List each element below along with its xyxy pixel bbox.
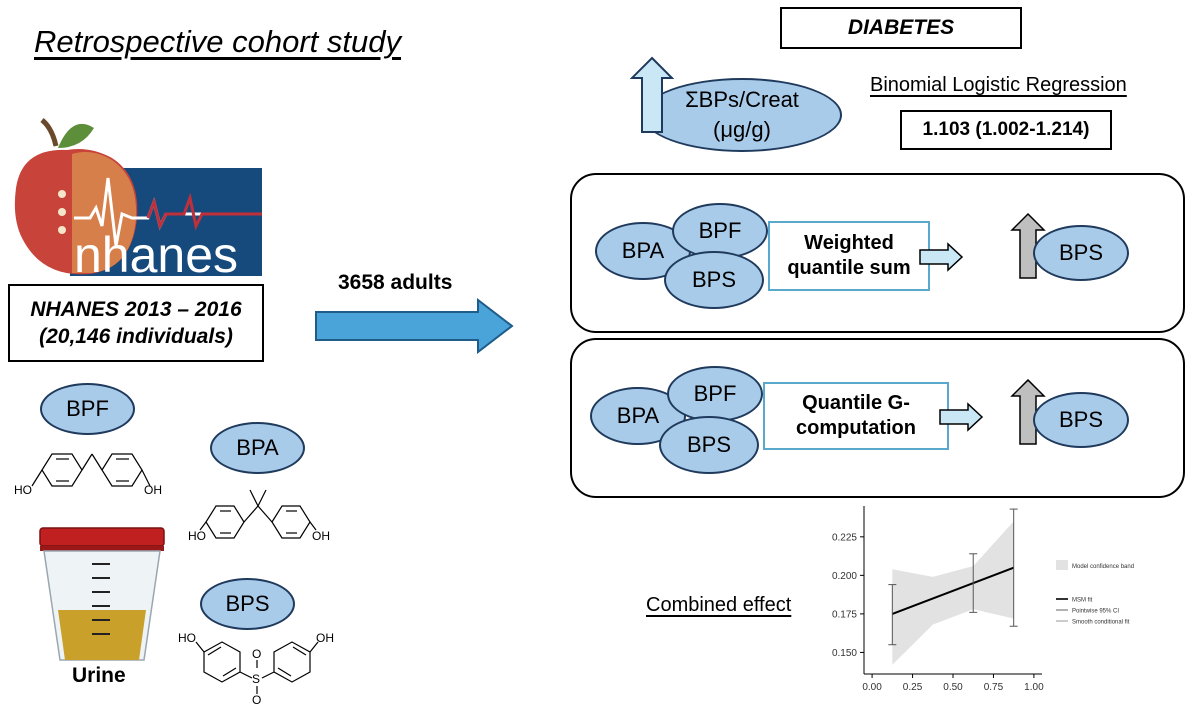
urine-label: Urine	[72, 664, 126, 687]
chart-msm-fit	[891, 566, 1015, 615]
regression-label: Binomial Logistic Regression	[870, 74, 1127, 96]
nhanes-individuals: (20,146 individuals)	[39, 325, 233, 348]
bps-o-bottom: O	[252, 693, 261, 706]
bpa-structure: HO OH	[188, 478, 338, 546]
qgc-method: Quantile G- computation	[763, 382, 949, 450]
chart-x-tick-label: 0.00	[862, 682, 882, 693]
chart-svg: 0.150 0.175 0.200 0.225 0.00 0.25 0.50 0.75 1.00…	[832, 506, 1134, 693]
legend-smooth-label: Smooth conditional fit	[1072, 620, 1130, 626]
cohort-arrow	[314, 297, 516, 355]
chart-y-tick-label: 0.150	[832, 648, 857, 659]
wqs-method-line2: quantile sum	[787, 257, 911, 279]
qgc-bpf: BPF	[667, 366, 763, 422]
exposure-name: ΣBPs/Creat	[685, 87, 799, 113]
chart-confidence-band	[892, 521, 1014, 665]
qgc-arrow-icon	[938, 402, 984, 432]
chart-y-tick-label: 0.200	[832, 571, 857, 582]
arrow-label: 3658 adults	[338, 271, 453, 294]
combined-effect-label: Combined effect	[646, 594, 792, 616]
wqs-method-line1: Weighted	[804, 232, 894, 254]
qgc-result: BPS	[1033, 392, 1129, 448]
page-title: Retrospective cohort study	[34, 24, 402, 59]
nhanes-box: NHANES 2013 – 2016 (20,146 individuals)	[8, 284, 264, 362]
bpa-label: BPA	[210, 422, 305, 474]
exposure-ellipse: ΣBPs/Creat (μg/g)	[642, 78, 842, 152]
increase-arrow-icon	[629, 56, 675, 134]
combined-effect-chart: 0.150 0.175 0.200 0.225 0.00 0.25 0.50 0.75 1.00…	[820, 500, 1150, 700]
urine-cup-icon	[36, 524, 168, 664]
chart-x-tick-label: 0.25	[903, 682, 923, 693]
wqs-arrow-icon	[918, 242, 964, 272]
wqs-bps: BPS	[664, 251, 764, 309]
chart-y-tick-label: 0.175	[832, 609, 857, 620]
bpf-oh: OH	[144, 483, 162, 497]
qgc-method-line2: computation	[796, 417, 916, 439]
wqs-method: Weighted quantile sum	[768, 221, 930, 291]
qgc-method-line1: Quantile G-	[802, 392, 910, 414]
chart-x-tick-label: 0.50	[943, 682, 963, 693]
bpa-oh: OH	[312, 529, 330, 543]
bpf-ho: HO	[14, 483, 32, 497]
nhanes-years: NHANES 2013 – 2016	[30, 297, 242, 321]
qgc-bps: BPS	[659, 416, 759, 474]
exposure-unit: (μg/g)	[713, 117, 771, 142]
outcome-box: DIABETES	[780, 7, 1022, 49]
wqs-result: BPS	[1033, 225, 1129, 281]
chart-x-tick-label: 1.00	[1024, 682, 1044, 693]
legend-pointwise-label: Pointwise 95% CI	[1072, 609, 1119, 615]
bps-oh: OH	[316, 631, 334, 645]
legend-band-label: Model confidence band	[1072, 564, 1134, 570]
bps-ho: HO	[178, 631, 196, 645]
bpf-label: BPF	[40, 383, 135, 435]
wqs-bpf: BPF	[672, 203, 768, 259]
nhanes-logo-text: nhanes	[74, 227, 238, 276]
chart-y-tick-label: 0.225	[832, 532, 857, 543]
bps-structure: HO OH S O O	[176, 628, 346, 707]
regression-value: 1.103 (1.002-1.214)	[900, 110, 1112, 150]
bpa-ho: HO	[188, 529, 206, 543]
bps-o-top: O	[252, 647, 261, 661]
bpf-structure: HO OH	[12, 440, 172, 500]
nhanes-logo: nhanes	[12, 118, 264, 283]
chart-x-tick-label: 0.75	[984, 682, 1004, 693]
legend-msm-label: MSM fit	[1072, 598, 1093, 604]
legend-band-swatch	[1056, 560, 1068, 570]
bps-s: S	[252, 672, 260, 686]
bps-label: BPS	[200, 578, 295, 630]
